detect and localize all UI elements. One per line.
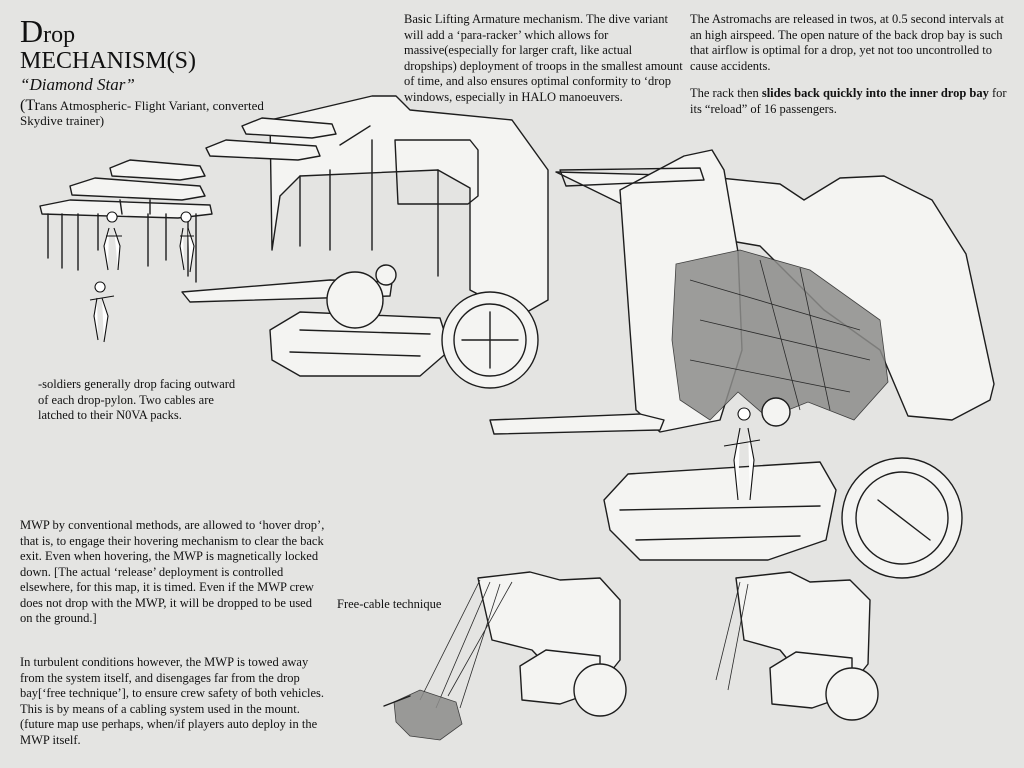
note-lifting-armature: Basic Lifting Armature mechanism. The di…: [404, 12, 683, 104]
note-rack: The rack then slides back quickly into t…: [690, 86, 1010, 117]
variant-caption: (Trans Atmospheric- Flight Variant, conv…: [20, 97, 270, 129]
variant-rest: ans Atmospheric- Flight Variant, convert…: [20, 98, 264, 128]
label-free-cable: Free-cable technique: [337, 597, 442, 611]
page-title: Drop: [20, 14, 75, 52]
codename: “Diamond Star”: [20, 75, 135, 94]
rack-bold: slides back quickly into the inner drop …: [761, 86, 989, 100]
free-cable-sketch: [383, 571, 627, 741]
note-soldiers: -soldiers generally drop facing outward …: [38, 377, 236, 422]
note-mwp-conventional: MWP by conventional methods, are allowed…: [20, 518, 325, 625]
variant-paren: (: [20, 97, 26, 114]
astromach-rack-sketch: [489, 149, 995, 579]
title-rest: rop: [43, 22, 76, 48]
rack-suffix: for its “reload” of 16 passengers.: [690, 86, 1007, 116]
note-turbulent: In turbulent conditions however, the MWP…: [20, 655, 325, 747]
title-initial: D: [20, 13, 44, 49]
drop-pylon-sketch: [39, 159, 213, 343]
note-astromachs: The Astromachs are released in twos, at …: [690, 12, 1004, 73]
variant-big: Tr: [25, 97, 40, 114]
lifting-armature-sketch: [181, 95, 549, 389]
page-title-line2: MECHANISM(S): [20, 48, 197, 74]
free-technique-sketch: [715, 571, 879, 721]
rack-prefix: The rack then: [690, 86, 762, 100]
